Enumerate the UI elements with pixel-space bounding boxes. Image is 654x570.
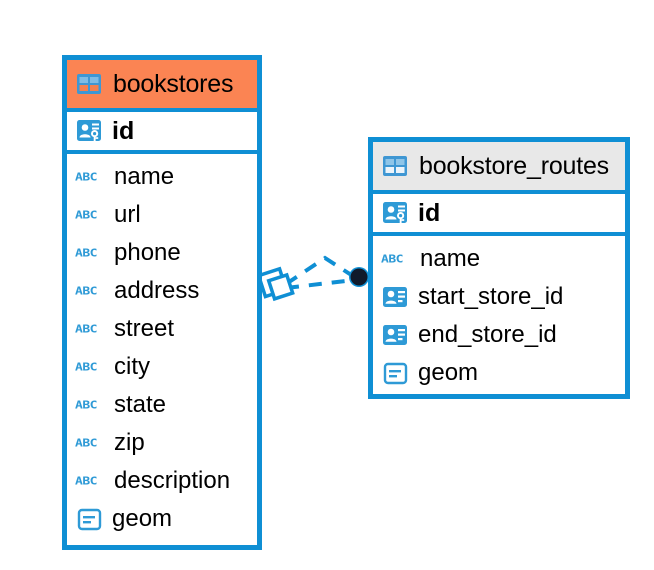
field-row[interactable]: ABC description	[67, 462, 257, 500]
abc-text-icon: ABC	[75, 246, 97, 260]
entity-title: bookstore_routes	[419, 151, 609, 180]
field-label: state	[114, 391, 167, 418]
abc-text-icon: ABC	[75, 322, 97, 336]
entity-header[interactable]: bookstores	[67, 60, 257, 108]
field-label: name	[420, 245, 481, 272]
field-row[interactable]: ABC url	[67, 196, 257, 234]
table-icon	[75, 70, 103, 98]
field-row[interactable]: ABC street	[67, 310, 257, 348]
entity-table-bookstore-routes[interactable]: bookstore_routes id ABC name start_store_i…	[368, 137, 630, 399]
field-label: start_store_id	[418, 283, 564, 310]
relationship-source-diamond-icon	[256, 266, 295, 302]
field-row[interactable]: geom	[373, 354, 625, 392]
field-row[interactable]: end_store_id	[373, 316, 625, 354]
field-label: description	[114, 467, 231, 494]
field-row[interactable]: ABC name	[373, 240, 625, 278]
foreign-key-icon	[381, 283, 409, 311]
table-icon	[381, 152, 409, 180]
geometry-icon	[75, 505, 103, 533]
field-row[interactable]: ABC city	[67, 348, 257, 386]
field-row[interactable]: ABC zip	[67, 424, 257, 462]
relationship-target-halo	[349, 267, 369, 287]
field-row[interactable]: geom	[67, 500, 257, 538]
field-label: url	[114, 201, 141, 228]
field-label: end_store_id	[418, 321, 557, 348]
field-label: address	[114, 277, 200, 304]
field-label: phone	[114, 239, 181, 266]
relationship-line-lower	[285, 278, 355, 290]
primary-key-label: id	[112, 116, 135, 145]
field-label: street	[114, 315, 175, 342]
primary-key-icon	[75, 117, 103, 145]
field-label: zip	[114, 429, 145, 456]
field-label: name	[114, 163, 175, 190]
abc-text-icon: ABC	[75, 436, 97, 450]
abc-text-icon: ABC	[75, 398, 97, 412]
primary-key-icon	[381, 199, 409, 227]
field-row[interactable]: ABC phone	[67, 234, 257, 272]
abc-text-icon: ABC	[75, 170, 97, 184]
field-row[interactable]: start_store_id	[373, 278, 625, 316]
abc-text-icon: ABC	[75, 360, 97, 374]
primary-key-row[interactable]: id	[373, 190, 625, 236]
field-row[interactable]: ABC state	[67, 386, 257, 424]
abc-text-icon: ABC	[75, 474, 97, 488]
field-row[interactable]: ABC name	[67, 158, 257, 196]
entity-header[interactable]: bookstore_routes	[373, 142, 625, 190]
field-label: geom	[112, 505, 173, 532]
field-row[interactable]: ABC address	[67, 272, 257, 310]
field-label: city	[114, 353, 150, 380]
relationship-target-circle-icon	[350, 268, 368, 286]
foreign-key-icon	[381, 321, 409, 349]
abc-text-icon: ABC	[381, 252, 403, 266]
entity-title: bookstores	[113, 69, 234, 98]
abc-text-icon: ABC	[75, 284, 97, 298]
relationship-line-upper	[284, 255, 358, 286]
geometry-icon	[381, 359, 409, 387]
primary-key-row[interactable]: id	[67, 108, 257, 154]
primary-key-label: id	[418, 198, 441, 227]
field-label: geom	[418, 359, 479, 386]
abc-text-icon: ABC	[75, 208, 97, 222]
